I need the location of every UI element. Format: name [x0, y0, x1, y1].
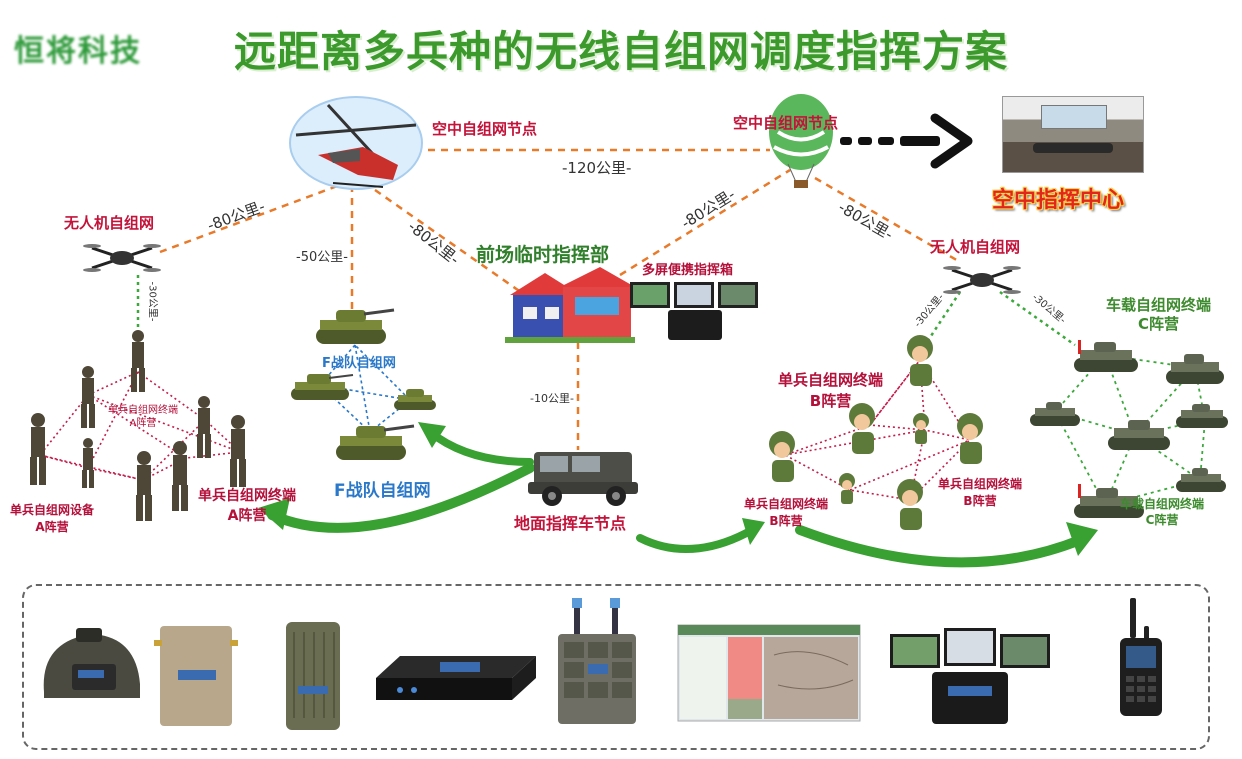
label-line-2: B阵营 [769, 514, 803, 528]
link-label-heli-tank: -50公里- [296, 250, 348, 265]
page-title: 远距离多兵种的无线自组网调度指挥方案 [233, 27, 1008, 76]
mesh-a [38, 371, 242, 481]
balloon-icon [769, 94, 833, 188]
label-line-1: 单兵自组网终端 [198, 488, 296, 504]
a-terminal-big-label: 单兵自组网终端 A阵营 [198, 486, 296, 526]
module-board-icon [154, 626, 238, 726]
label-line-1: 车载自组网终端 [1106, 296, 1212, 314]
company-logo: 恒将科技 [14, 30, 142, 74]
relay-station-icon [558, 598, 636, 724]
label-line-2: B阵营 [809, 392, 852, 410]
arrow-to-a [267, 463, 535, 533]
b-terminal-left-label: 单兵自组网终端 B阵营 [744, 496, 828, 530]
label-line-1: 单兵自组网终端 [108, 405, 178, 416]
link-label-uav-soldiers: -30公里- [146, 281, 158, 322]
label-line-2: A阵营 [227, 508, 267, 524]
arrow-to-command-center [840, 113, 973, 169]
arrow-to-f [426, 428, 534, 466]
helicopter-icon [289, 96, 423, 190]
soldier-group-a [30, 330, 246, 521]
forward-hq-label: 前场临时指挥部 [476, 244, 610, 266]
air-node-right-label: 空中自组网节点 [733, 114, 839, 132]
command-center-label: 空中指挥中心 [992, 188, 1125, 213]
b-terminal-top-label: 单兵自组网终端 B阵营 [778, 370, 883, 412]
link-label-heli-balloon: -120公里- [562, 159, 632, 177]
label-line-1: 单兵自组网终端 [938, 477, 1023, 491]
tank-icon [316, 308, 395, 344]
a-terminal-small-label: 单兵自组网终端 A阵营 [108, 404, 178, 430]
link-uav-heli [159, 183, 341, 254]
tank-group-c [1030, 340, 1228, 518]
logo-text: 恒将科技 [14, 34, 142, 69]
backpack-radio-icon [286, 622, 340, 730]
a-device-label: 单兵自组网设备 A阵营 [10, 502, 94, 536]
label-line-2: A阵营 [35, 520, 69, 534]
equipment-panel [22, 584, 1210, 750]
drone-icon [83, 244, 161, 272]
label-line-2: B阵营 [963, 494, 997, 508]
multi-screen-box-icon [890, 628, 1050, 724]
tank-icon [394, 389, 436, 410]
link-label-hq-vehicle: -10公里- [530, 392, 574, 405]
ground-vehicle-label: 地面指挥车节点 [514, 514, 627, 533]
arrow-to-c [795, 525, 1085, 568]
mesh-b [783, 359, 972, 501]
helmet-radio-icon [43, 628, 140, 698]
command-center-image [1002, 96, 1144, 173]
arrow-to-b [636, 526, 756, 553]
c-terminal-bottom-label: 车载自组网终端 C阵营 [1120, 496, 1204, 528]
label-line-2: A阵营 [129, 418, 157, 429]
c-terminal-top-label: 车载自组网终端 C阵营 [1106, 296, 1211, 334]
air-node-left-label: 空中自组网节点 [432, 120, 538, 138]
label-line-2: C阵营 [1138, 315, 1180, 333]
f-team-label-big: F战队自组网 [334, 481, 431, 501]
uav-right-label: 无人机自组网 [930, 238, 1021, 256]
building-icon [505, 267, 635, 343]
label-line-1: 车载自组网终端 [1120, 497, 1205, 511]
rack-unit-icon [376, 656, 536, 700]
label-line-1: 单兵自组网终端 [744, 497, 829, 511]
tank-icon [291, 374, 354, 400]
soldier-group-b [769, 335, 983, 530]
link-heli-hq [374, 188, 526, 297]
label-line-1: 单兵自组网设备 [10, 503, 95, 517]
vehicle-icon [528, 452, 638, 506]
b-terminal-right-label: 单兵自组网终端 B阵营 [938, 476, 1022, 510]
drone-icon [943, 266, 1021, 294]
portable-box-label: 多屏便携指挥箱 [642, 263, 734, 278]
uav-left-label: 无人机自组网 [64, 214, 155, 232]
label-line-1: 单兵自组网终端 [778, 371, 884, 389]
tank-icon [336, 424, 415, 460]
map-software-screen [677, 624, 861, 722]
label-line-2: C阵营 [1145, 513, 1179, 527]
f-team-label-small: F战队自组网 [322, 356, 396, 371]
handheld-radio-icon [1120, 598, 1162, 716]
multi-screen-box-icon [630, 282, 758, 340]
link-uavr-c [999, 290, 1076, 347]
link-balloon-uav [814, 176, 961, 264]
